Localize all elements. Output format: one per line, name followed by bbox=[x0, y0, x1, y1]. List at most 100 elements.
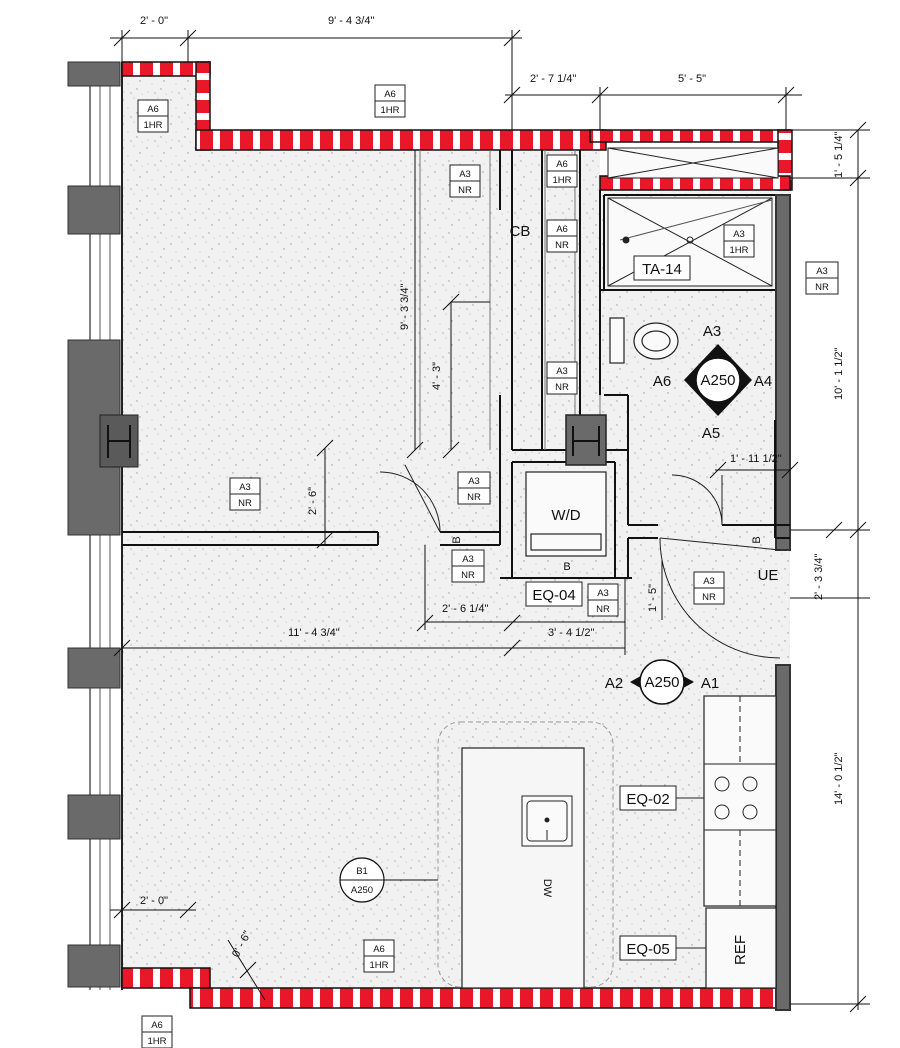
wall-tag: A3 NR bbox=[449, 164, 481, 198]
label-b-right: B bbox=[751, 536, 763, 543]
tag-eq05: EQ-05 bbox=[626, 941, 669, 958]
dim-horiz-mid-left: 11' - 4 3/4" bbox=[288, 627, 340, 639]
labels: CB W/D UE REF DW B B B bbox=[451, 223, 778, 965]
svg-text:1HR: 1HR bbox=[147, 1036, 166, 1047]
wall-tag: A6 1HR bbox=[363, 939, 395, 973]
fire-rated-walls bbox=[121, 61, 793, 1009]
svg-text:B1: B1 bbox=[356, 866, 368, 877]
svg-text:A3: A3 bbox=[597, 588, 609, 599]
svg-text:NR: NR bbox=[461, 570, 475, 581]
svg-text:A4: A4 bbox=[754, 373, 772, 390]
dim-top-main: 9' - 4 3/4" bbox=[328, 15, 374, 27]
wall-tag: A3 NR bbox=[587, 583, 619, 617]
kitchen bbox=[437, 695, 777, 989]
label-wd: W/D bbox=[551, 507, 580, 524]
dimension-lines bbox=[110, 29, 870, 1013]
dim-horiz-mid-small: 2' - 6 1/4" bbox=[442, 603, 488, 615]
dim-right-top: 1' - 5 1/4" bbox=[833, 132, 845, 178]
svg-text:A3: A3 bbox=[556, 366, 568, 377]
mech-column bbox=[565, 414, 607, 466]
svg-text:A6: A6 bbox=[556, 159, 568, 170]
wall-tag: A6 1HR bbox=[141, 1015, 173, 1048]
dim-horiz-mid-right: 3' - 4 1/2" bbox=[548, 627, 594, 639]
svg-text:A6: A6 bbox=[653, 373, 671, 390]
wall-tag: A3 NR bbox=[451, 549, 485, 583]
wall-tag: A6 1HR bbox=[546, 154, 578, 188]
dim-right-door: 2' - 3 3/4" bbox=[813, 554, 825, 600]
label-ref: REF bbox=[732, 935, 749, 965]
dimension-text: 2' - 0" 9' - 4 3/4" 2' - 7 1/4" 5' - 5" … bbox=[140, 15, 845, 959]
wall-tag: A3 NR bbox=[546, 361, 578, 395]
wall-tag: A3 1HR bbox=[723, 224, 755, 258]
wall-tag: A3 NR bbox=[805, 261, 839, 295]
wall-tag: A3 NR bbox=[229, 477, 261, 511]
dim-right-bottom: 14' - 0 1/2" bbox=[833, 752, 845, 805]
dim-vert-long: 9' - 3 3/4" bbox=[399, 284, 411, 330]
label-b-wd: B bbox=[563, 561, 570, 573]
svg-text:A1: A1 bbox=[701, 675, 719, 692]
label-b-left: B bbox=[451, 536, 463, 543]
svg-text:A6: A6 bbox=[556, 224, 568, 235]
svg-text:NR: NR bbox=[555, 382, 569, 393]
dim-door-small: 1' - 5" bbox=[647, 584, 659, 612]
svg-text:NR: NR bbox=[815, 282, 829, 293]
svg-text:A6: A6 bbox=[373, 944, 385, 955]
svg-text:A3: A3 bbox=[459, 169, 471, 180]
dim-right-mid: 10' - 1 1/2" bbox=[833, 347, 845, 400]
svg-text:A250: A250 bbox=[700, 372, 735, 389]
svg-text:A3: A3 bbox=[468, 476, 480, 487]
dim-top-mid: 2' - 7 1/4" bbox=[530, 73, 576, 85]
tag-ta14: TA-14 bbox=[642, 261, 682, 278]
svg-text:A6: A6 bbox=[151, 1020, 163, 1031]
elevation-marker-lower: A250 A2 A1 bbox=[605, 659, 719, 705]
floor-fill bbox=[122, 76, 790, 1004]
dim-vert-mid: 4' - 3" bbox=[431, 362, 443, 390]
equipment-tags: EQ-04 EQ-02 EQ-05 TA-14 bbox=[525, 255, 706, 961]
svg-text:A3: A3 bbox=[462, 554, 474, 565]
washer-dryer bbox=[525, 471, 607, 557]
wall-tag: A3 NR bbox=[693, 571, 725, 605]
wall-tag: A6 1HR bbox=[137, 99, 169, 133]
svg-text:1HR: 1HR bbox=[380, 105, 399, 116]
svg-text:A3: A3 bbox=[239, 482, 251, 493]
label-cb: CB bbox=[510, 223, 531, 240]
svg-text:NR: NR bbox=[702, 592, 716, 603]
svg-text:A250: A250 bbox=[644, 674, 679, 691]
svg-text:NR: NR bbox=[555, 240, 569, 251]
dim-top-right: 5' - 5" bbox=[678, 73, 706, 85]
svg-text:1HR: 1HR bbox=[729, 245, 748, 256]
doors bbox=[377, 464, 781, 659]
interior-walls bbox=[122, 150, 791, 1011]
svg-text:1HR: 1HR bbox=[143, 120, 162, 131]
svg-text:A3: A3 bbox=[816, 266, 828, 277]
label-dw: DW bbox=[541, 879, 553, 898]
svg-text:A2: A2 bbox=[605, 675, 623, 692]
svg-text:A6: A6 bbox=[384, 89, 396, 100]
dim-bottom-left: 2' - 0" bbox=[140, 895, 168, 907]
elevation-marker-upper: A250 A3 A4 A5 A6 bbox=[653, 323, 772, 442]
dim-top-left: 2' - 0" bbox=[140, 15, 168, 27]
svg-text:A3: A3 bbox=[703, 323, 721, 340]
svg-text:A5: A5 bbox=[702, 425, 720, 442]
svg-text:A3: A3 bbox=[733, 229, 745, 240]
dim-door-right: 1' - 11 1/2" bbox=[730, 453, 782, 465]
wall-tags: A6 1HR A6 1HR A6 1HR A3 1HR A3 NR A6 NR … bbox=[137, 84, 839, 1048]
window-wall bbox=[67, 61, 139, 990]
tag-eq02: EQ-02 bbox=[626, 791, 669, 808]
dim-vert-short: 2' - 6" bbox=[307, 487, 319, 515]
wall-tag: A6 1HR bbox=[374, 84, 406, 118]
svg-text:NR: NR bbox=[238, 498, 252, 509]
svg-text:A3: A3 bbox=[703, 576, 715, 587]
svg-text:A250: A250 bbox=[351, 885, 373, 896]
wall-tag: A3 NR bbox=[457, 471, 491, 505]
svg-text:NR: NR bbox=[467, 492, 481, 503]
wall-tag: A6 NR bbox=[546, 219, 578, 253]
label-ue: UE bbox=[758, 567, 779, 584]
svg-text:1HR: 1HR bbox=[369, 960, 388, 971]
svg-text:1HR: 1HR bbox=[552, 175, 571, 186]
svg-text:NR: NR bbox=[596, 604, 610, 615]
tag-eq04: EQ-04 bbox=[532, 587, 575, 604]
toilet bbox=[609, 317, 679, 364]
svg-text:NR: NR bbox=[458, 185, 472, 196]
